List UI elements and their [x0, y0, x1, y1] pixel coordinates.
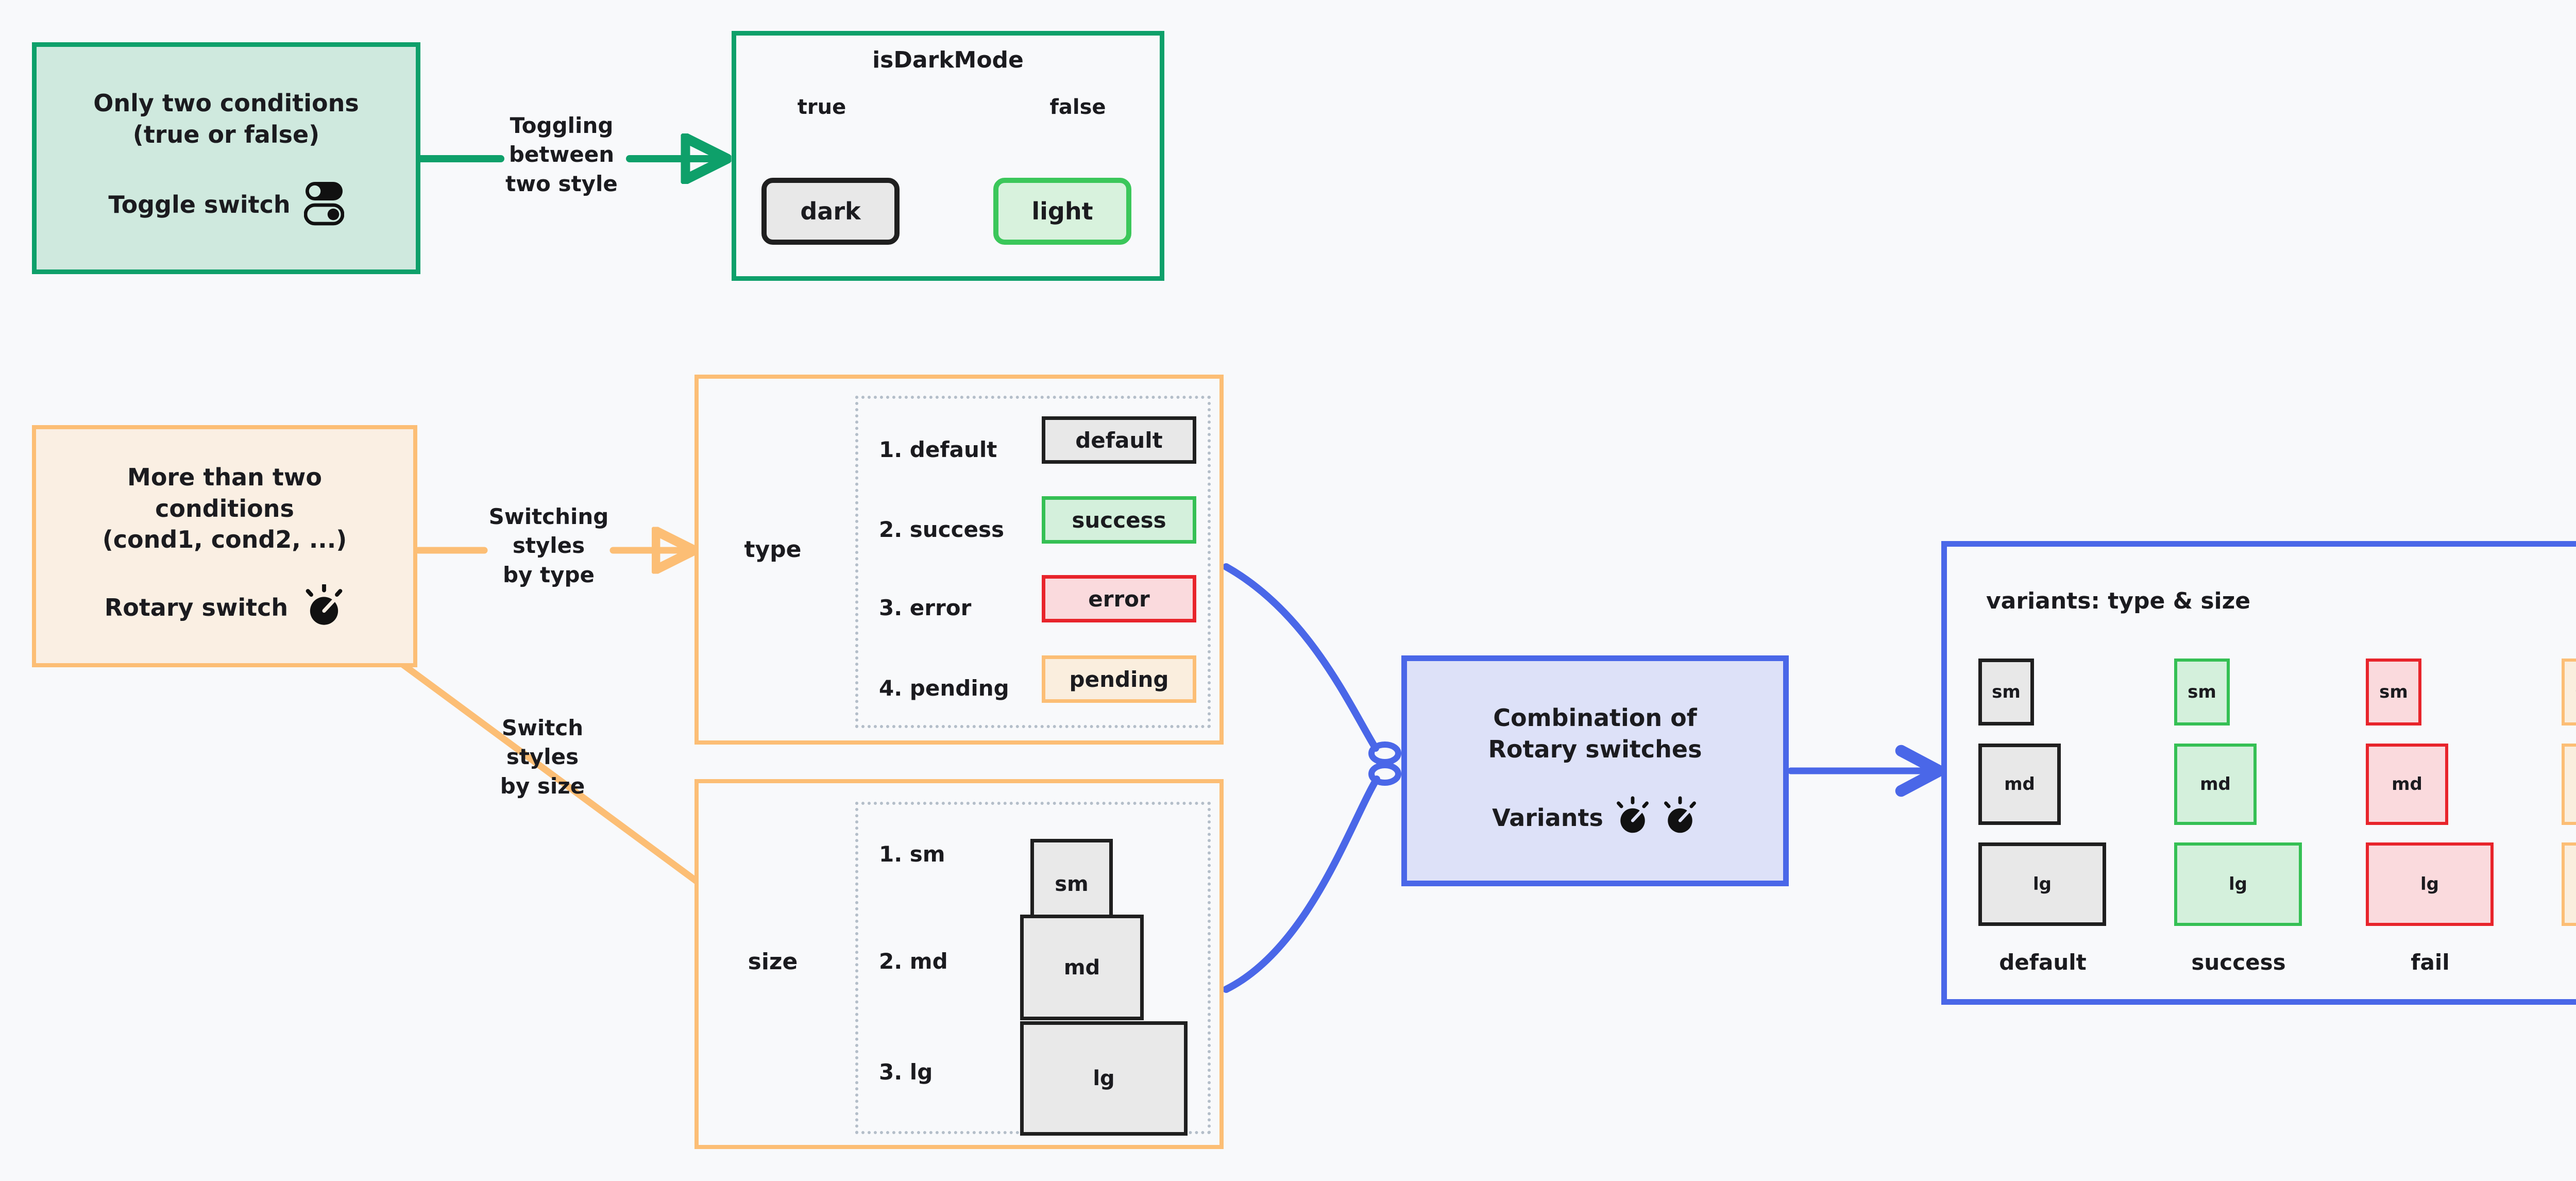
variants-panel-heading: variants: type & size: [1986, 588, 2251, 614]
toggle-node-switch-label: Toggle switch: [108, 190, 291, 218]
toggle-node-line1: Only two conditions: [93, 89, 359, 117]
type-chip-default-label: default: [1075, 427, 1163, 453]
toggle-edge-label: Toggling between two style: [505, 113, 618, 196]
variant-chip-default-sm-label: sm: [1992, 682, 2021, 702]
variant-chip-success-md[interactable]: md: [2174, 744, 2257, 825]
variant-chip-success-sm-label: sm: [2188, 682, 2216, 702]
type-item-4-index: 4. pending: [879, 676, 1009, 701]
dark-mode-chip[interactable]: dark: [761, 178, 900, 245]
type-chip-pending-label: pending: [1069, 666, 1169, 692]
edge-endpoint-size: [1368, 762, 1401, 786]
edge-type-to-combination: [1223, 563, 1379, 752]
dark-mode-variable-label: isDarkMode: [872, 47, 1024, 73]
variant-column-label-success: success: [2191, 950, 2286, 975]
edge-size-to-combination: [1223, 775, 1380, 993]
variant-chip-default-lg-label: lg: [2033, 874, 2052, 895]
variant-chip-success-md-label: md: [2200, 774, 2231, 795]
variant-chip-pending-sm-label: sm: [2575, 682, 2576, 702]
variant-chip-success-sm[interactable]: sm: [2174, 659, 2230, 726]
size-item-3-index: 3. lg: [879, 1059, 933, 1085]
variant-chip-fail-md-label: md: [2392, 774, 2422, 795]
type-panel-group-label: type: [744, 536, 802, 563]
size-chip-sm[interactable]: sm: [1030, 839, 1113, 929]
toggle-switch-node[interactable]: Only two conditions (true or false) Togg…: [32, 42, 420, 274]
rotary-knob-icon-2: [1662, 796, 1698, 839]
light-mode-chip-label: light: [1031, 197, 1093, 225]
variant-column-label-pending: pending: [2562, 948, 2576, 977]
rotary-knob-icon: [303, 583, 345, 631]
type-chip-pending[interactable]: pending: [1042, 655, 1196, 703]
type-chip-success[interactable]: success: [1042, 496, 1196, 544]
type-item-3-index: 3. error: [879, 595, 972, 620]
rotary-knob-icon-1: [1615, 796, 1651, 839]
variant-chip-fail-lg[interactable]: lg: [2366, 842, 2494, 926]
type-panel-dotted-frame: [855, 396, 1211, 728]
rotary-switch-node[interactable]: More than two conditions (cond1, cond2, …: [32, 425, 417, 667]
rotary-node-line3: (cond1, cond2, ...): [102, 526, 347, 554]
size-edge-label: Switch styles by size: [500, 715, 585, 799]
variant-column-label-default: default: [1999, 950, 2087, 975]
toggle-node-line2: (true or false): [132, 121, 320, 148]
size-chip-sm-label: sm: [1055, 872, 1089, 896]
toggle-switch-icon: [303, 180, 345, 229]
variant-chip-default-sm[interactable]: sm: [1978, 659, 2034, 726]
variant-chip-fail-md[interactable]: md: [2366, 744, 2448, 825]
combination-node-variants-label: Variants: [1492, 803, 1603, 832]
variant-chip-success-lg-label: lg: [2229, 874, 2247, 895]
rotary-node-line1: More than two: [127, 463, 322, 491]
variant-chip-pending-lg[interactable]: lg: [2562, 842, 2576, 926]
light-mode-chip[interactable]: light: [993, 178, 1131, 245]
rotary-node-line2: conditions: [155, 494, 294, 522]
variant-column-label-fail: fail: [2411, 950, 2450, 975]
combination-node[interactable]: Combination of Rotary switches Variants: [1401, 655, 1789, 886]
type-item-2-index: 2. success: [879, 517, 1004, 542]
size-chip-lg[interactable]: lg: [1020, 1021, 1188, 1136]
type-item-1-index: 1. default: [879, 437, 997, 462]
variant-chip-default-lg[interactable]: lg: [1978, 842, 2106, 926]
size-item-2-index: 2. md: [879, 949, 948, 974]
variant-chip-fail-sm[interactable]: sm: [2366, 659, 2421, 726]
variant-chip-fail-lg-label: lg: [2420, 874, 2439, 895]
variant-chip-fail-sm-label: sm: [2379, 682, 2408, 702]
combination-node-line2: Rotary switches: [1488, 735, 1702, 763]
dark-mode-branch-false-label: false: [1049, 95, 1106, 119]
variant-chip-default-md[interactable]: md: [1978, 744, 2061, 825]
dark-mode-branch-true-label: true: [797, 95, 846, 119]
type-chip-error[interactable]: error: [1042, 575, 1196, 622]
type-edge-label: Switching styles by type: [488, 504, 609, 587]
variant-chip-success-lg[interactable]: lg: [2174, 842, 2302, 926]
size-chip-md[interactable]: md: [1020, 915, 1144, 1020]
size-chip-lg-label: lg: [1093, 1067, 1115, 1090]
variant-chip-default-md-label: md: [2004, 774, 2035, 795]
size-item-1-index: 1. sm: [879, 841, 945, 867]
edge-endpoint-type: [1368, 741, 1401, 765]
combination-node-line1: Combination of: [1493, 704, 1697, 732]
size-chip-md-label: md: [1063, 955, 1100, 980]
rotary-node-switch-label: Rotary switch: [104, 594, 289, 622]
type-chip-success-label: success: [1072, 507, 1166, 533]
variant-chip-pending-sm[interactable]: sm: [2562, 659, 2576, 726]
variants-panel: [1941, 541, 2576, 1005]
type-chip-default[interactable]: default: [1042, 416, 1196, 464]
type-chip-error-label: error: [1088, 586, 1150, 612]
dark-mode-chip-label: dark: [800, 197, 861, 225]
size-panel-group-label: size: [748, 949, 798, 975]
variant-chip-pending-md[interactable]: md: [2562, 744, 2576, 825]
